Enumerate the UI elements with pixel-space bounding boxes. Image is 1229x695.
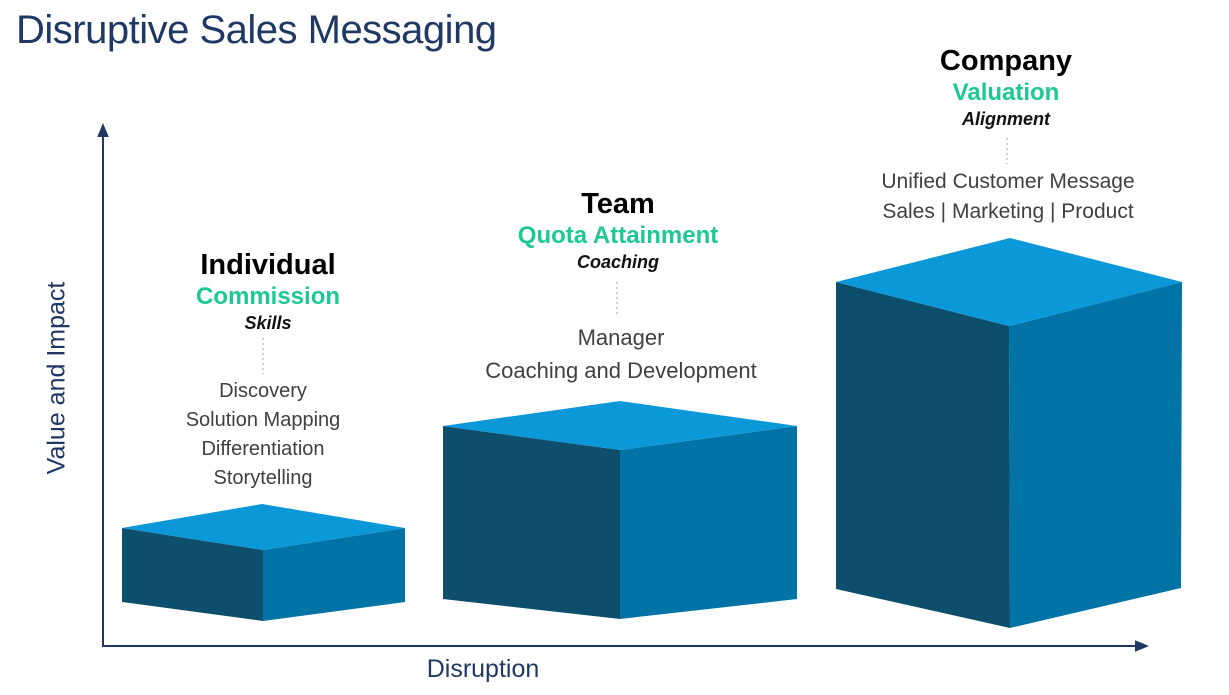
stage-team: Team Quota Attainment Coaching: [458, 187, 778, 274]
box-individual: [122, 504, 405, 621]
stage-individual-details: Discovery Solution Mapping Differentiati…: [103, 377, 423, 493]
detail-line: Sales | Marketing | Product: [882, 200, 1134, 223]
box-team-right-face: [620, 426, 797, 619]
detail-line: Solution Mapping: [185, 409, 341, 431]
stage-individual: Individual Commission Skills: [108, 248, 428, 335]
stage-company-metric: Valuation: [952, 79, 1060, 106]
page-title: Disruptive Sales Messaging: [16, 8, 497, 52]
stage-individual-focus: Skills: [244, 313, 292, 333]
y-axis-label: Value and Impact: [42, 281, 71, 475]
box-team-top-face: [443, 401, 797, 450]
stage-individual-metric: Commission: [195, 283, 341, 310]
stage-company-focus: Alignment: [962, 109, 1050, 129]
box-company-right-face: [1009, 282, 1182, 628]
box-company-left-face: [836, 282, 1010, 628]
detail-line: Differentiation: [201, 438, 325, 460]
stage-individual-heading: Individual: [200, 249, 336, 281]
x-axis: [102, 640, 1149, 652]
box-company: [836, 238, 1182, 628]
stage-company: Company Valuation Alignment: [846, 44, 1166, 131]
x-axis-arrow-icon: [1135, 640, 1149, 652]
box-company-top-face: [836, 238, 1182, 326]
detail-line: Unified Customer Message: [881, 170, 1135, 193]
detail-line: Storytelling: [213, 467, 313, 489]
stage-team-details: Manager Coaching and Development: [446, 321, 796, 387]
detail-line: Discovery: [219, 380, 307, 402]
x-axis-label: Disruption: [426, 655, 540, 683]
box-team: [443, 401, 797, 619]
stage-team-heading: Team: [581, 188, 655, 220]
box-individual-left-face: [122, 528, 263, 621]
stage-team-focus: Coaching: [576, 252, 659, 272]
y-axis: [97, 123, 109, 646]
detail-line: Manager: [577, 325, 665, 350]
detail-line: Coaching and Development: [485, 358, 757, 383]
box-team-left-face: [443, 426, 620, 619]
box-individual-top-face: [122, 504, 405, 550]
stage-company-heading: Company: [939, 45, 1073, 77]
stage-company-details: Unified Customer Message Sales | Marketi…: [833, 167, 1183, 227]
stage-team-metric: Quota Attainment: [517, 222, 719, 249]
box-individual-right-face: [263, 528, 405, 621]
y-axis-arrow-icon: [97, 123, 109, 137]
